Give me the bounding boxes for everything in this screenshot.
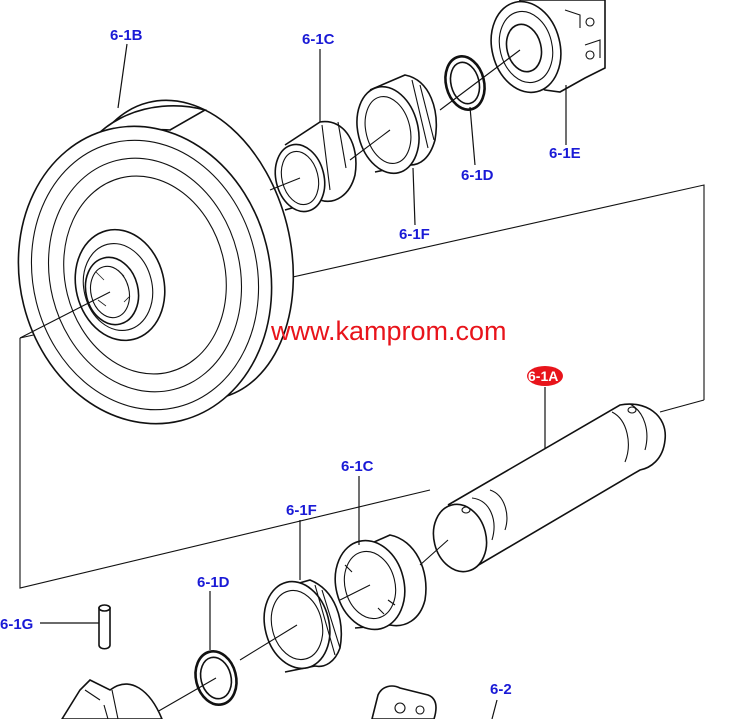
- callout-6-1c-top[interactable]: 6-1C: [302, 31, 335, 48]
- idler-wheel: [17, 99, 295, 425]
- callout-6-1d-bottom[interactable]: 6-1D: [197, 574, 230, 591]
- o-ring-top: [444, 55, 486, 111]
- callout-6-2[interactable]: 6-2: [490, 681, 512, 698]
- wheel-axis-line: [19, 291, 111, 339]
- highlight-badge: [527, 366, 563, 386]
- support-bracket-top: [490, 0, 606, 94]
- lock-plate: [371, 685, 437, 719]
- lower-axis-line: [149, 539, 449, 717]
- callout-6-1b[interactable]: 6-1B: [110, 27, 143, 44]
- shaft-axis-line: [659, 399, 705, 413]
- callout-6-1a[interactable]: 6-1A: [528, 368, 558, 384]
- watermark-text: www.kamprom.com: [270, 316, 507, 346]
- upper-axis-line: [269, 49, 521, 191]
- callout-6-1c-bottom[interactable]: 6-1C: [341, 458, 374, 475]
- pin: [98, 604, 111, 650]
- seal-ring-top: [356, 74, 437, 175]
- bushing-top: [274, 120, 357, 213]
- callout-6-1d-top[interactable]: 6-1D: [461, 167, 494, 184]
- leader-lines: [40, 43, 567, 719]
- callout-6-1e[interactable]: 6-1E: [549, 145, 581, 162]
- callout-6-1f-bottom[interactable]: 6-1F: [286, 502, 317, 519]
- callout-labels: 6-1B 6-1C 6-1E 6-1D 6-1F 6-1A 6-1C 6-1F …: [0, 27, 581, 698]
- callout-6-1a-highlight[interactable]: 6-1A: [527, 366, 563, 386]
- support-bracket-bottom: [61, 679, 163, 719]
- callout-6-1g[interactable]: 6-1G: [0, 616, 33, 633]
- callout-6-1f-top[interactable]: 6-1F: [399, 226, 430, 243]
- shaft: [432, 403, 666, 573]
- seal-ring-bottom: [263, 579, 342, 673]
